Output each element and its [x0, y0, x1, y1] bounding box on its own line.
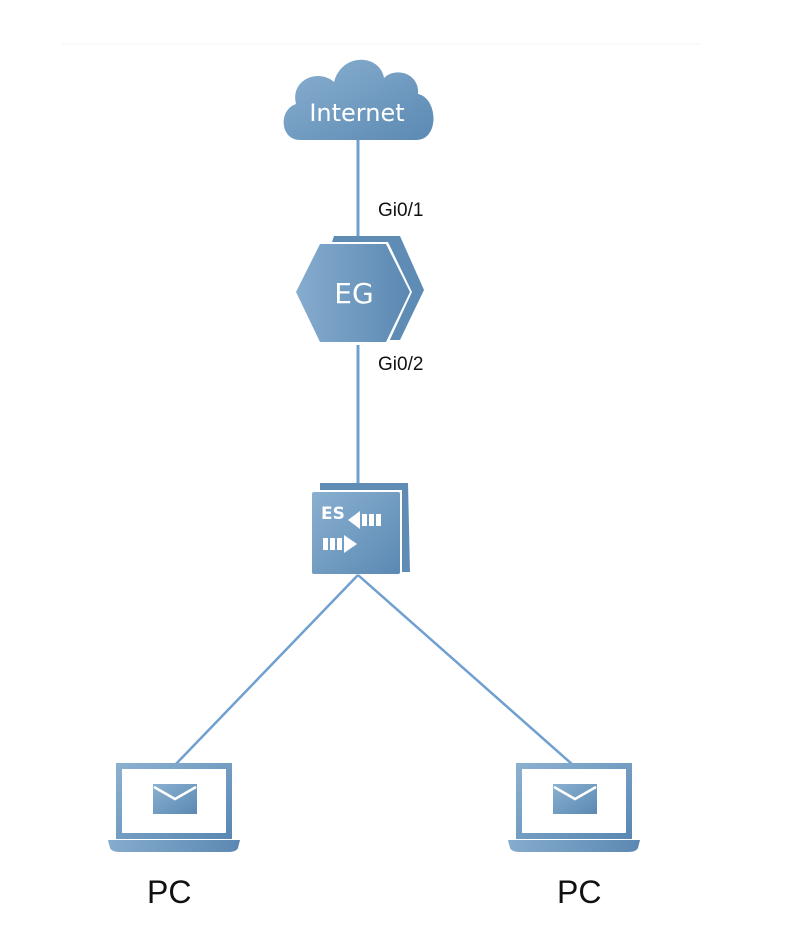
switch-arrows-icon	[323, 511, 381, 553]
pc2-label: PC	[557, 874, 602, 910]
eg-gateway-icon[interactable]: EG	[294, 236, 424, 344]
pc-laptop-icon[interactable]	[108, 763, 240, 852]
internet-cloud-icon[interactable]: Internet	[283, 59, 434, 140]
es-switch-icon[interactable]: ES	[312, 483, 410, 574]
internet-label: Internet	[309, 99, 404, 127]
link-es-pc1	[174, 574, 359, 766]
port-label-gi01: Gi0/1	[378, 200, 424, 221]
es-label: ES	[321, 504, 345, 524]
pc1-label: PC	[147, 874, 192, 910]
pc-laptop-icon[interactable]	[508, 763, 640, 852]
eg-label: EG	[334, 277, 373, 310]
port-label-gi02: Gi0/2	[378, 354, 424, 375]
link-es-pc2	[357, 574, 574, 766]
